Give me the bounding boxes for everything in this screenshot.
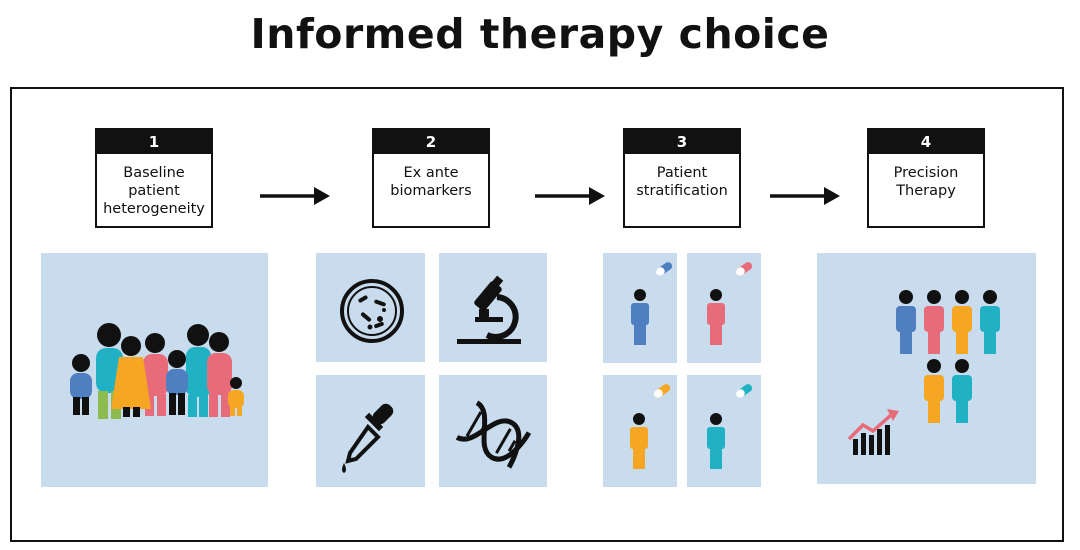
person-icon	[980, 290, 1000, 354]
dna-icon	[455, 400, 532, 469]
diagram-title: Informed therapy choice	[250, 10, 830, 58]
step-number: 3	[625, 130, 739, 154]
person-icon	[924, 290, 944, 354]
therapy-outcome-group	[847, 290, 1000, 455]
tile-patient-blue	[603, 253, 677, 363]
step-number: 4	[869, 130, 983, 154]
arrow-right-icon	[535, 187, 605, 205]
person-icon	[924, 359, 944, 423]
dropper-icon	[342, 403, 394, 473]
family-icon	[70, 323, 244, 419]
growth-chart-icon	[847, 409, 899, 455]
tile-petri-dish	[316, 253, 425, 362]
tile-dropper	[316, 375, 425, 487]
panel-heterogeneity	[41, 253, 268, 487]
step-label: Precision Therapy	[893, 165, 959, 199]
person-icon	[707, 262, 753, 345]
step-box-4: 4 Precision Therapy	[867, 128, 985, 228]
tile-microscope	[439, 253, 547, 362]
step-box-1: 1 Baseline patient heterogeneity	[95, 128, 213, 228]
tile-patient-teal	[687, 375, 761, 487]
step-number: 1	[97, 130, 211, 154]
petri-dish-icon	[340, 279, 404, 343]
step-box-2: 2 Ex ante biomarkers	[372, 128, 490, 228]
step-label: Ex ante biomarkers	[390, 165, 472, 199]
step-label: Patient stratification	[636, 165, 728, 199]
diagram-frame	[10, 87, 1064, 542]
step-number: 2	[374, 130, 488, 154]
arrow-right-icon	[260, 187, 330, 205]
person-icon	[630, 384, 671, 469]
tile-patient-red	[687, 253, 761, 363]
person-icon	[952, 359, 972, 423]
step-label: Baseline patient heterogeneity	[103, 165, 205, 217]
person-icon	[896, 290, 916, 354]
person-icon	[707, 384, 753, 469]
person-icon	[952, 290, 972, 354]
microscope-icon	[457, 275, 521, 344]
panel-precision-therapy	[817, 253, 1036, 484]
person-icon	[631, 262, 673, 345]
arrow-right-icon	[770, 187, 840, 205]
step-box-3: 3 Patient stratification	[623, 128, 741, 228]
tile-dna	[439, 375, 547, 487]
tile-patient-orange	[603, 375, 677, 487]
